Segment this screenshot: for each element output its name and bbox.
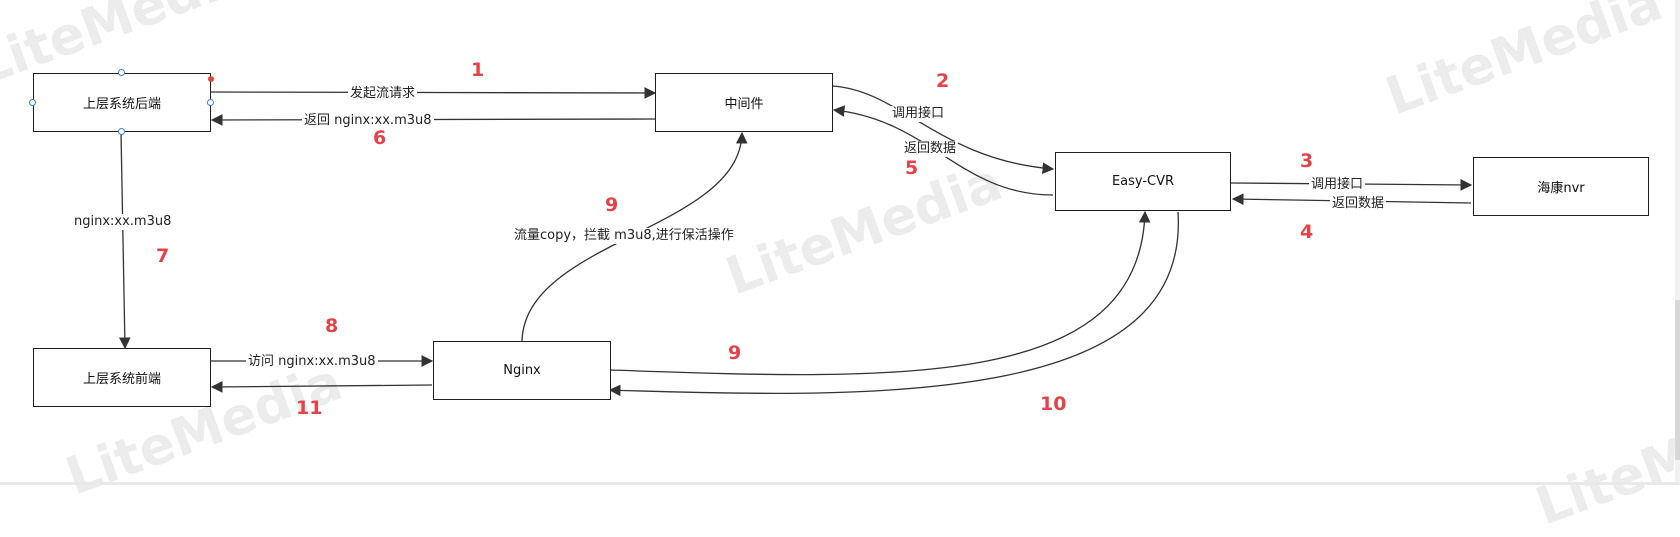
- step-number: 11: [296, 397, 323, 419]
- node-label: 海康nvr: [1537, 181, 1585, 196]
- step-number: 5: [905, 157, 919, 179]
- bottom-border: [0, 482, 1680, 485]
- edge-label-return-data-1: 返回数据: [902, 141, 959, 157]
- node-label: 中间件: [724, 97, 764, 112]
- node-label: Nginx: [503, 363, 541, 378]
- node-label: Easy-CVR: [1111, 174, 1175, 189]
- selection-handle-right[interactable]: [207, 99, 214, 106]
- scrollbar-thumb[interactable]: [1675, 300, 1680, 460]
- edge-label-return-nginx: 返回 nginx:xx.m3u8: [302, 113, 434, 129]
- step-number: 9: [728, 342, 742, 364]
- selection-handle-top[interactable]: [118, 69, 125, 76]
- edge-nginx-url: [118, 131, 131, 350]
- step-number: 7: [156, 245, 170, 267]
- node-hikvision-nvr[interactable]: 海康nvr: [1473, 157, 1649, 216]
- step-number: 2: [936, 70, 950, 92]
- edge-label-traffic-copy: 流量copy，拦截 m3u8,进行保活操作: [512, 228, 736, 244]
- node-upper-frontend[interactable]: 上层系统前端: [33, 348, 211, 407]
- node-nginx[interactable]: Nginx: [433, 341, 611, 400]
- node-label: 上层系统前端: [82, 372, 161, 387]
- edge-label-call-api-1: 调用接口: [890, 106, 947, 122]
- step-number: 9: [605, 194, 619, 216]
- edge-label-nginx-url: nginx:xx.m3u8: [72, 214, 174, 230]
- edge-nginx-to-cvr: [609, 210, 1151, 376]
- step-number: 8: [325, 315, 339, 337]
- connection-point[interactable]: [208, 76, 214, 82]
- edges-layer: [118, 85, 1473, 397]
- selection-handle-bottom[interactable]: [118, 128, 125, 135]
- edge-return-frontend: [210, 381, 433, 393]
- edge-label-return-data-2: 返回数据: [1330, 196, 1387, 212]
- edge-stream-request: [210, 87, 657, 99]
- selection-handle-left[interactable]: [29, 99, 36, 106]
- edge-label-visit-nginx: 访问 nginx:xx.m3u8: [246, 354, 378, 370]
- edge-cvr-to-nginx: [608, 211, 1179, 397]
- vertical-scrollbar[interactable]: [1675, 0, 1680, 485]
- step-number: 1: [471, 59, 485, 81]
- step-number: 4: [1300, 221, 1314, 243]
- step-number: 3: [1300, 150, 1314, 172]
- step-number: 6: [373, 127, 387, 149]
- edge-call-api-1: [831, 85, 1055, 174]
- node-upper-backend[interactable]: 上层系统后端: [33, 73, 211, 132]
- step-number: 10: [1040, 393, 1067, 415]
- node-label: 上层系统后端: [82, 97, 161, 112]
- edge-label-call-api-2: 调用接口: [1309, 177, 1366, 193]
- edge-label-stream-request: 发起流请求: [348, 86, 418, 102]
- node-middleware[interactable]: 中间件: [655, 73, 833, 132]
- node-easy-cvr[interactable]: Easy-CVR: [1055, 152, 1231, 211]
